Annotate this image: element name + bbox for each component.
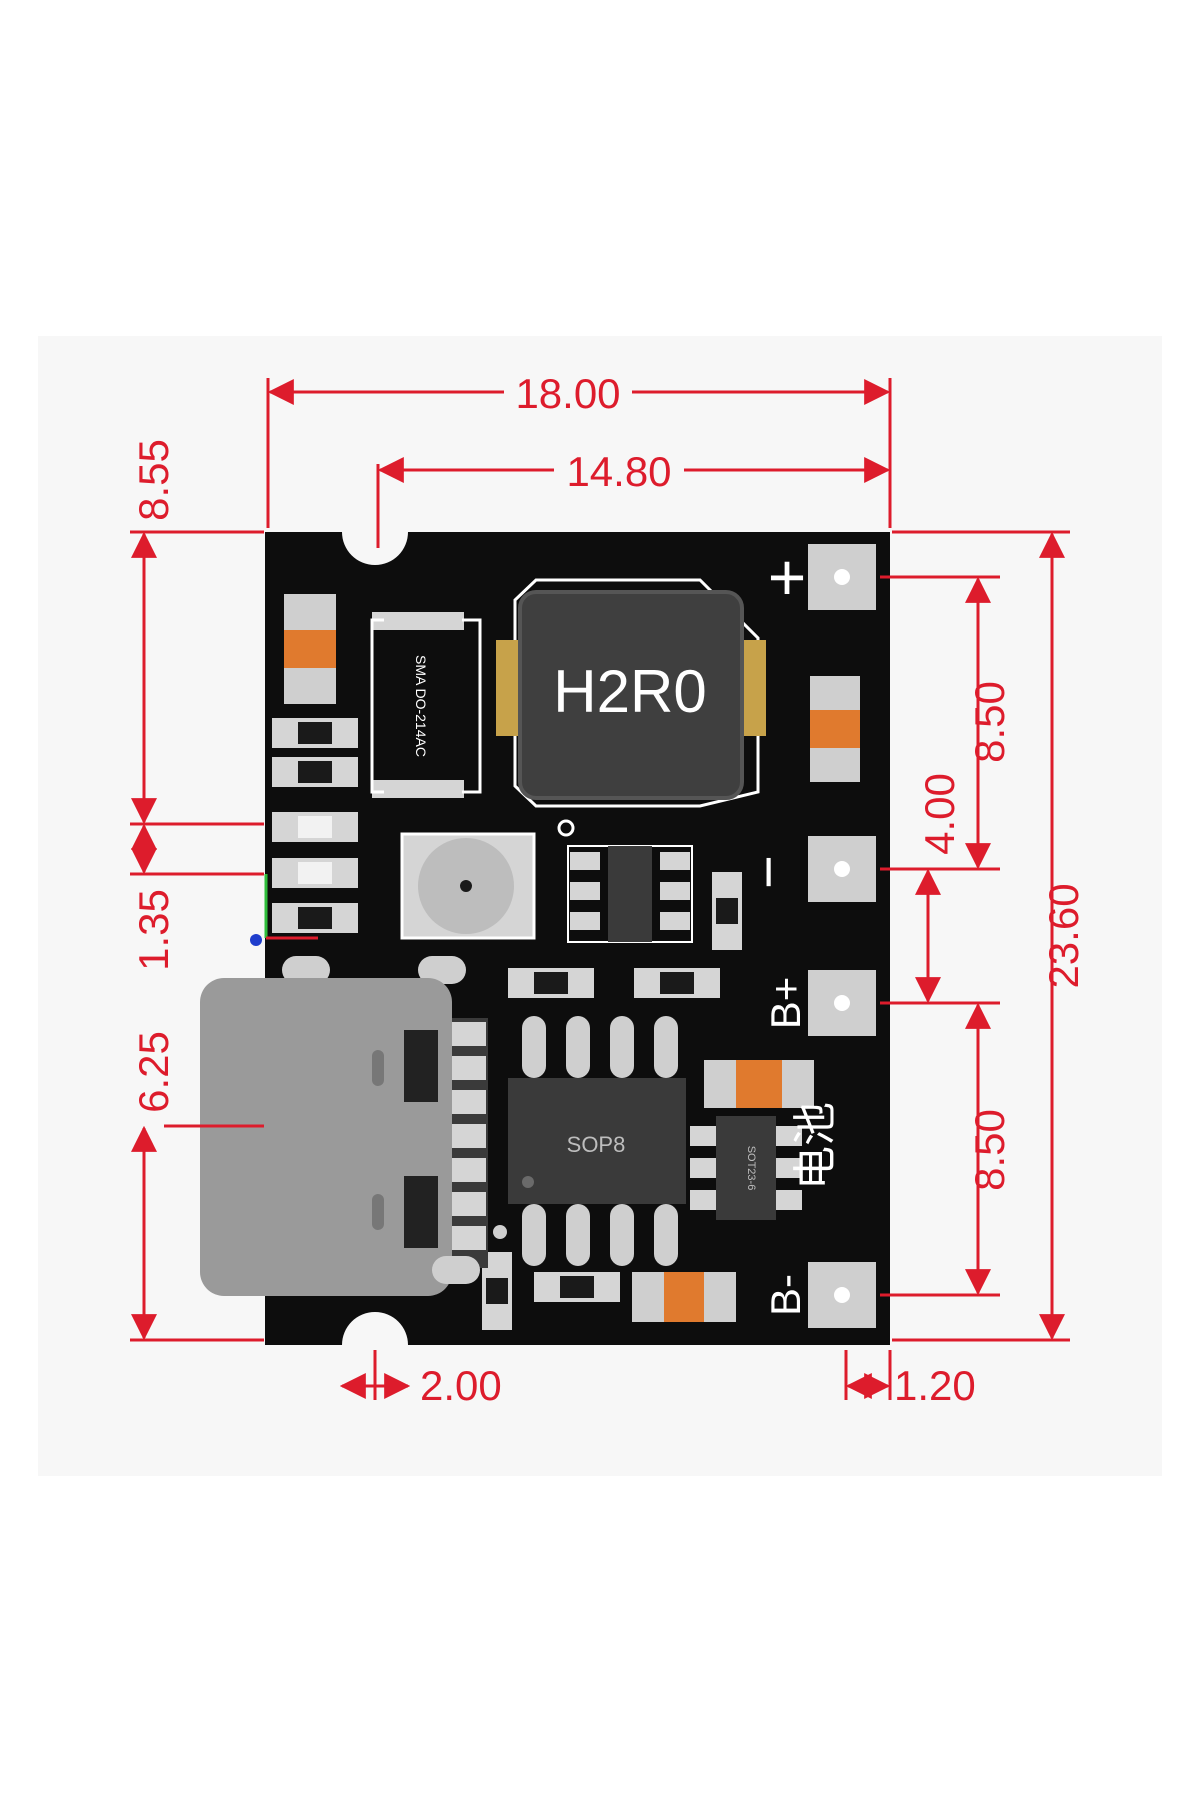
inductor-label: H2R0 (553, 658, 706, 725)
component-c1 (810, 676, 860, 782)
dim-left-middle: 1.35 (130, 889, 177, 971)
led-l1 (272, 812, 358, 842)
battery-label: 电池 (791, 1102, 840, 1190)
resistor-r2 (272, 757, 358, 787)
terminal-plus-pad (808, 544, 876, 610)
inductor: H2R0 (496, 578, 766, 808)
dim-right-bottom: 8.50 (966, 1109, 1013, 1191)
diode-label: SMA DO-214AC (413, 655, 429, 757)
diode-sma: SMA DO-214AC (370, 612, 482, 798)
dim-left-top: 8.55 (130, 439, 177, 521)
dim-right-top: 8.50 (966, 681, 1013, 763)
pcb-board: SMA DO-214AC H2R0 (200, 532, 890, 1345)
resistor-r4 (712, 872, 742, 950)
mosfet-ic (567, 845, 693, 943)
component-c3 (632, 1272, 736, 1322)
terminal-b-plus-pad (808, 970, 876, 1036)
component-led-top (284, 594, 336, 704)
terminal-b-minus-label: B- (762, 1274, 809, 1316)
dim-edge-offset: 1.20 (894, 1362, 976, 1409)
dim-width-inner: 14.80 (566, 448, 671, 495)
resistor-r1 (272, 718, 358, 748)
resistor-r3 (272, 903, 358, 933)
dim-notch-width: 2.00 (420, 1362, 502, 1409)
resistor-r6 (634, 968, 720, 998)
sot23-label: SOT23-6 (745, 1146, 757, 1191)
resistor-r5 (508, 968, 594, 998)
terminal-b-minus-pad (808, 1262, 876, 1328)
axis-marker (250, 874, 318, 946)
sot23-ic: SOT23-6 (690, 1116, 802, 1220)
led-l2 (272, 858, 358, 888)
dimension-lines (131, 379, 1065, 1399)
resistor-r8 (534, 1272, 620, 1302)
terminal-minus-pad (808, 836, 876, 902)
dim-left-bottom: 6.25 (130, 1031, 177, 1113)
terminal-minus-label: − (736, 855, 801, 889)
potentiometer (400, 819, 575, 940)
dim-right-middle: 4.00 (916, 773, 963, 855)
usb-c-connector (200, 956, 488, 1296)
sop8-ic: SOP8 (508, 1016, 686, 1266)
terminal-b-plus-label: B+ (762, 977, 809, 1030)
dimension-labels: 18.00 14.80 8.55 1.35 6.25 8.50 4.00 8.5… (130, 370, 1087, 1409)
dim-height-total: 23.60 (1040, 883, 1087, 988)
component-c2 (704, 1060, 814, 1108)
sop8-label: SOP8 (567, 1132, 626, 1157)
dim-width-total: 18.00 (515, 370, 620, 417)
terminal-plus-label: + (768, 540, 807, 614)
